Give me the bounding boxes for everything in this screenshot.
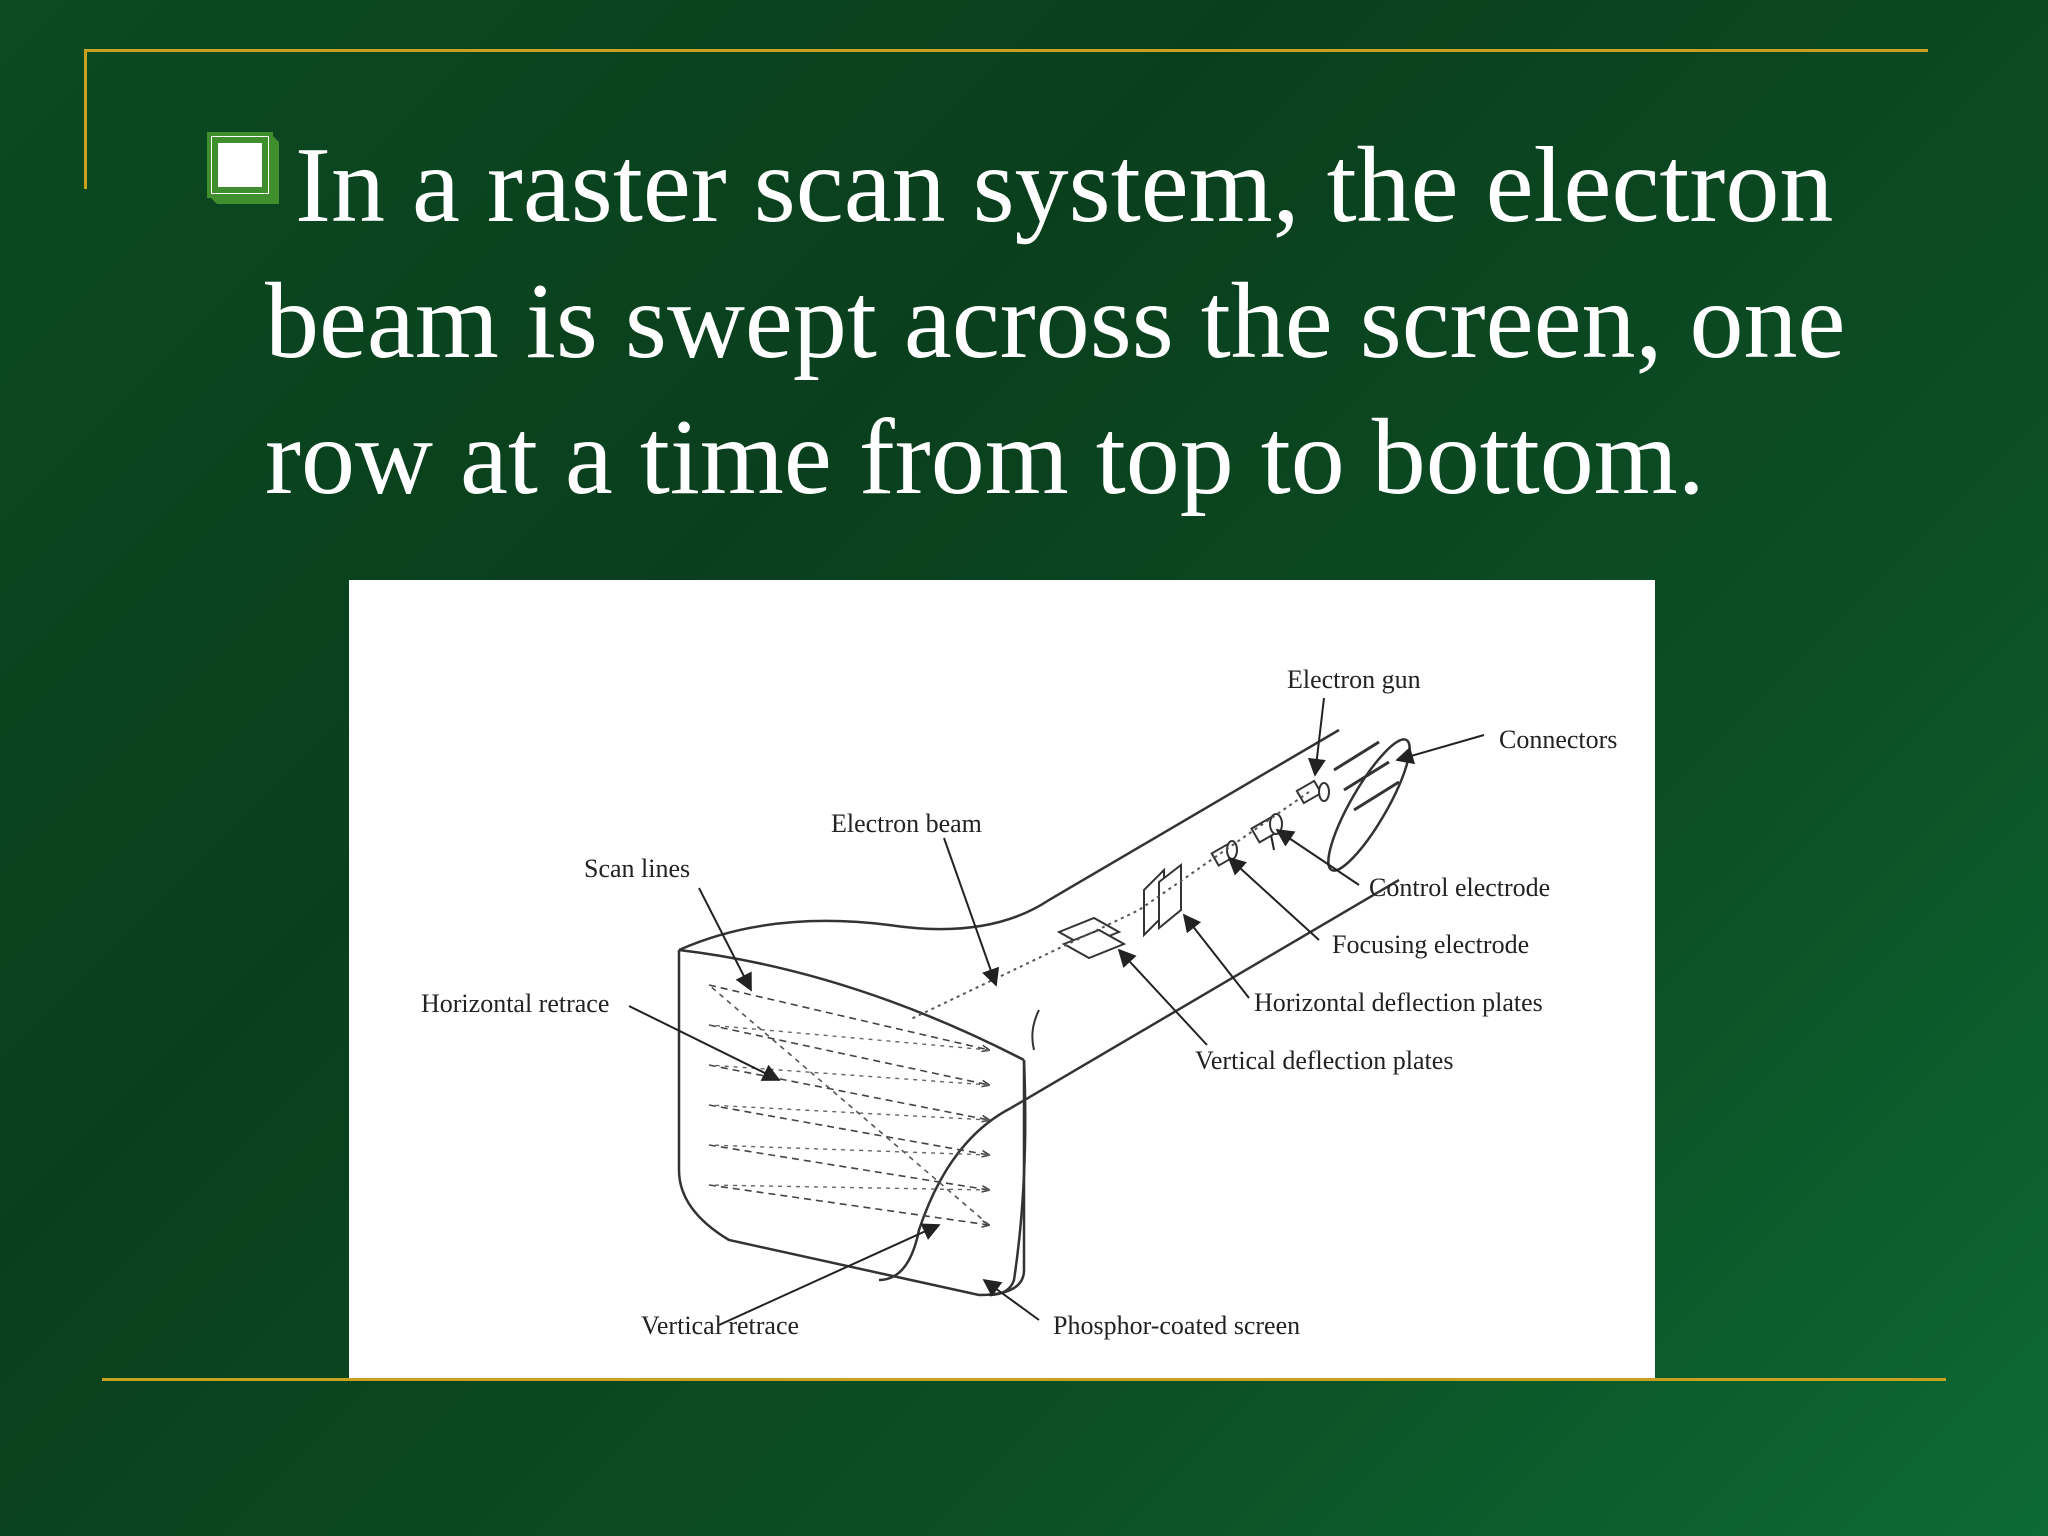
headline-line-2: beam is swept across the screen, one bbox=[265, 262, 1846, 381]
horizontal-retrace-lines bbox=[708, 1024, 990, 1191]
headline-line-3: row at a time from top to bottom. bbox=[265, 398, 1705, 517]
label-vertical-deflection-plates: Vertical deflection plates bbox=[1195, 1046, 1453, 1075]
slide-headline: In a raster scan system, the electron be… bbox=[265, 118, 1965, 526]
label-electron-beam: Electron beam bbox=[831, 809, 982, 838]
label-horizontal-retrace: Horizontal retrace bbox=[421, 989, 609, 1018]
left-rule bbox=[84, 49, 87, 189]
label-vertical-retrace: Vertical retrace bbox=[641, 1311, 799, 1340]
bottom-rule bbox=[102, 1378, 1946, 1381]
label-connectors: Connectors bbox=[1499, 725, 1617, 754]
bullet-checkbox-icon bbox=[207, 132, 279, 204]
electron-gun-icon bbox=[1210, 779, 1330, 867]
label-horizontal-deflection-plates: Horizontal deflection plates bbox=[1254, 988, 1543, 1017]
label-control-electrode: Control electrode bbox=[1369, 873, 1550, 902]
top-rule bbox=[84, 49, 1928, 52]
vertical-retrace-line bbox=[708, 984, 990, 1226]
vertical-deflection-plates-icon bbox=[1056, 916, 1127, 960]
crt-diagram: Electron gun Connectors Electron beam Sc… bbox=[349, 580, 1655, 1378]
crt-diagram-svg: Electron gun Connectors Electron beam Sc… bbox=[421, 665, 1617, 1340]
connectors-icon bbox=[1333, 740, 1400, 812]
label-focusing-electrode: Focusing electrode bbox=[1332, 930, 1529, 959]
label-electron-gun: Electron gun bbox=[1287, 665, 1421, 694]
headline-line-1: In a raster scan system, the electron bbox=[295, 126, 1834, 245]
label-phosphor-screen: Phosphor-coated screen bbox=[1053, 1311, 1300, 1340]
horizontal-deflection-plates-icon bbox=[1143, 862, 1182, 938]
crt-tube-outline bbox=[677, 728, 1411, 1297]
label-scan-lines: Scan lines bbox=[584, 854, 690, 883]
